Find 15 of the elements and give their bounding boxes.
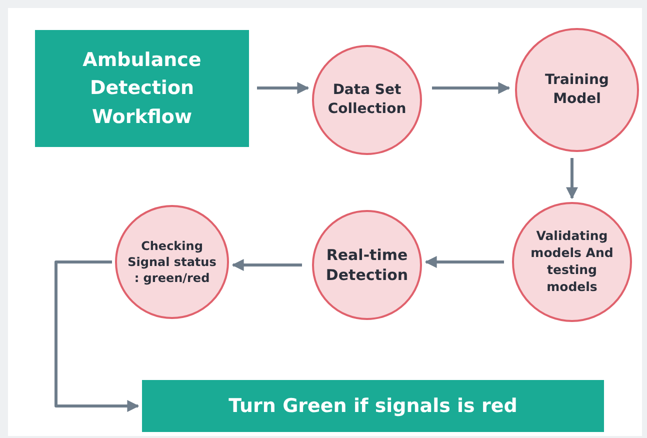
result-box — [142, 380, 604, 432]
arrow — [54, 260, 140, 412]
arrow — [257, 82, 310, 94]
arrow — [566, 158, 578, 200]
arrow — [432, 82, 510, 94]
step-label: Training Model — [544, 71, 610, 109]
arrow — [232, 259, 302, 271]
title-box — [35, 30, 249, 147]
heading-text: Ambulance Detection Workflow — [82, 48, 202, 130]
step-label: Real-time Detection — [324, 244, 410, 286]
arrow — [424, 256, 504, 268]
step-label: Checking Signal status : green/red — [127, 238, 217, 286]
heading-text: Turn Green if signals is red — [228, 394, 518, 419]
step-label: Data Set Collection — [326, 81, 408, 119]
step-label: Validating models And testing models — [530, 228, 614, 296]
